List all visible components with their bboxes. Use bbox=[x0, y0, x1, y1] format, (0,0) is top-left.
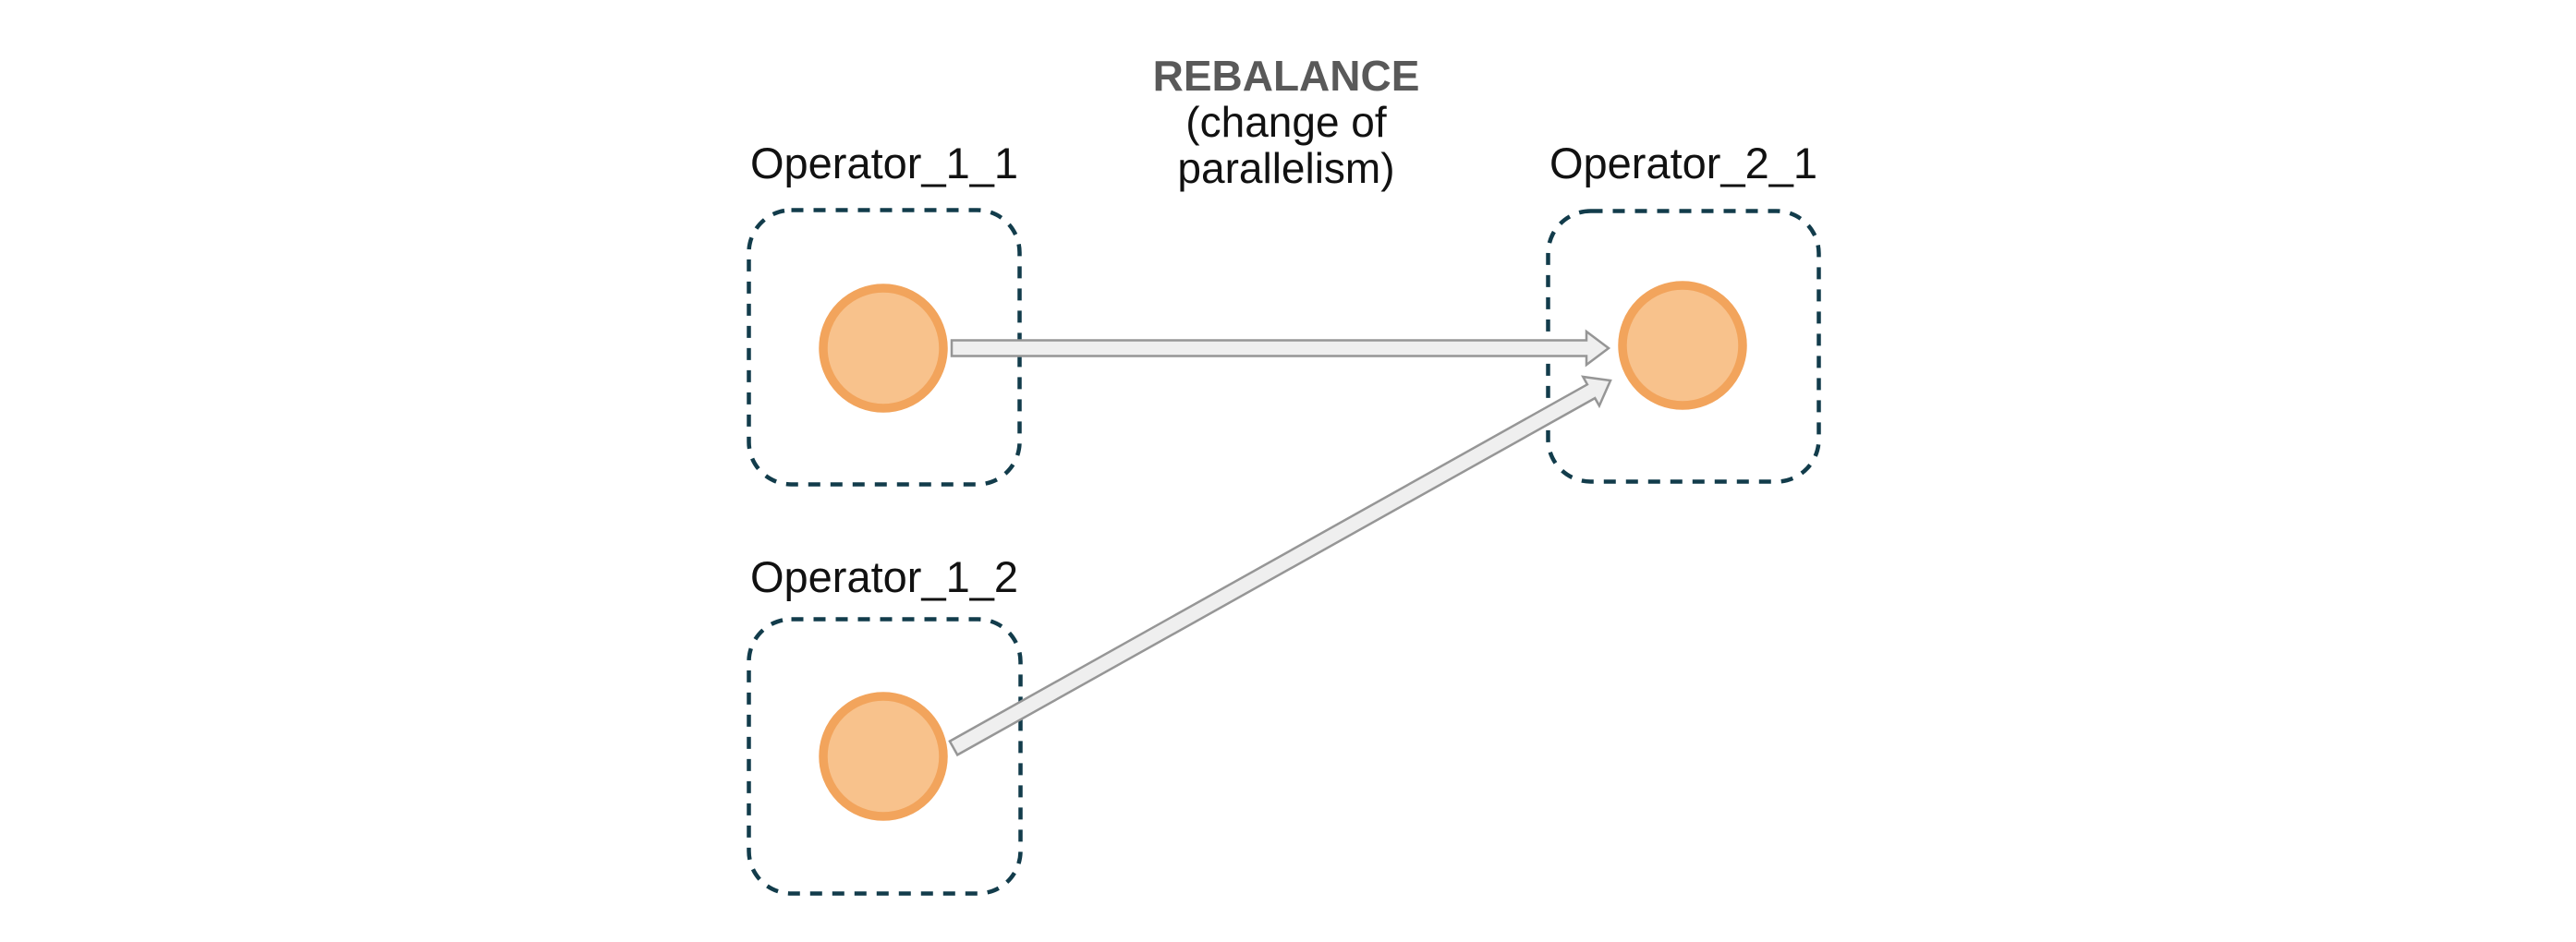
operator-1-2-subtask-node bbox=[819, 692, 948, 821]
title-rebalance-heading: REBALANCE bbox=[1152, 52, 1420, 100]
title-subtitle-line1: (change of bbox=[1185, 98, 1387, 146]
edge-arrow-operator-1-1-to-2-1 bbox=[950, 329, 1611, 368]
diagram-title: REBALANCE (change of parallelism) bbox=[1009, 53, 1563, 191]
operator-2-1-label: Operator_2_1 bbox=[1549, 139, 1818, 187]
operator-1-1-box bbox=[747, 208, 1022, 487]
title-subtitle-line2: parallelism) bbox=[1177, 144, 1395, 192]
operator-2-1-subtask-node bbox=[1618, 281, 1747, 410]
operator-1-2-box bbox=[747, 617, 1023, 896]
operator-1-1-subtask-node bbox=[819, 284, 948, 413]
operator-1-2-label: Operator_1_2 bbox=[749, 552, 1019, 601]
operator-1-1-label: Operator_1_1 bbox=[749, 139, 1019, 187]
edge-arrow-operator-1-2-to-2-1 bbox=[948, 375, 1612, 757]
